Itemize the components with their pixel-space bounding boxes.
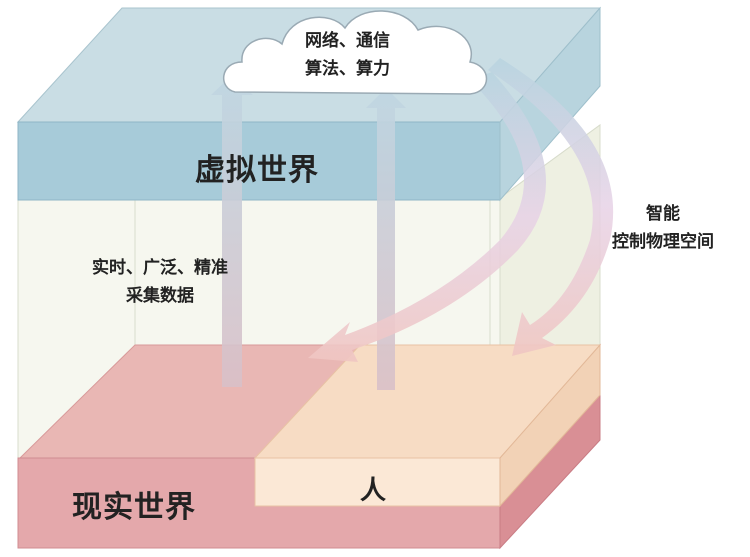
- person-label: 人: [360, 476, 387, 506]
- collect-label: 实时、广泛、精准 采集数据: [92, 254, 228, 310]
- person-region: [253, 343, 602, 508]
- cloud-label: 网络、通信 算法、算力: [305, 27, 390, 83]
- cloud-line-1: 网络、通信: [305, 31, 390, 51]
- collect-line-1: 实时、广泛、精准: [92, 258, 228, 278]
- collect-arrows: [211, 75, 406, 390]
- collect-line-2: 采集数据: [126, 286, 194, 306]
- virtual-world-label: 虚拟世界: [195, 153, 319, 188]
- cloud-line-2: 算法、算力: [305, 59, 390, 79]
- control-arrows: [308, 58, 614, 362]
- control-line-2: 控制物理空间: [612, 232, 714, 252]
- control-label: 智能 控制物理空间: [612, 200, 714, 256]
- person-side: [499, 343, 601, 508]
- down-arrow-right: [488, 58, 614, 356]
- cloud: [222, 10, 488, 95]
- up-arrow-left: [211, 75, 253, 387]
- down-arrow-left: [308, 72, 547, 362]
- real-world-label: 现实世界: [72, 490, 196, 525]
- control-line-1: 智能: [646, 204, 680, 224]
- up-arrow-right: [366, 88, 406, 390]
